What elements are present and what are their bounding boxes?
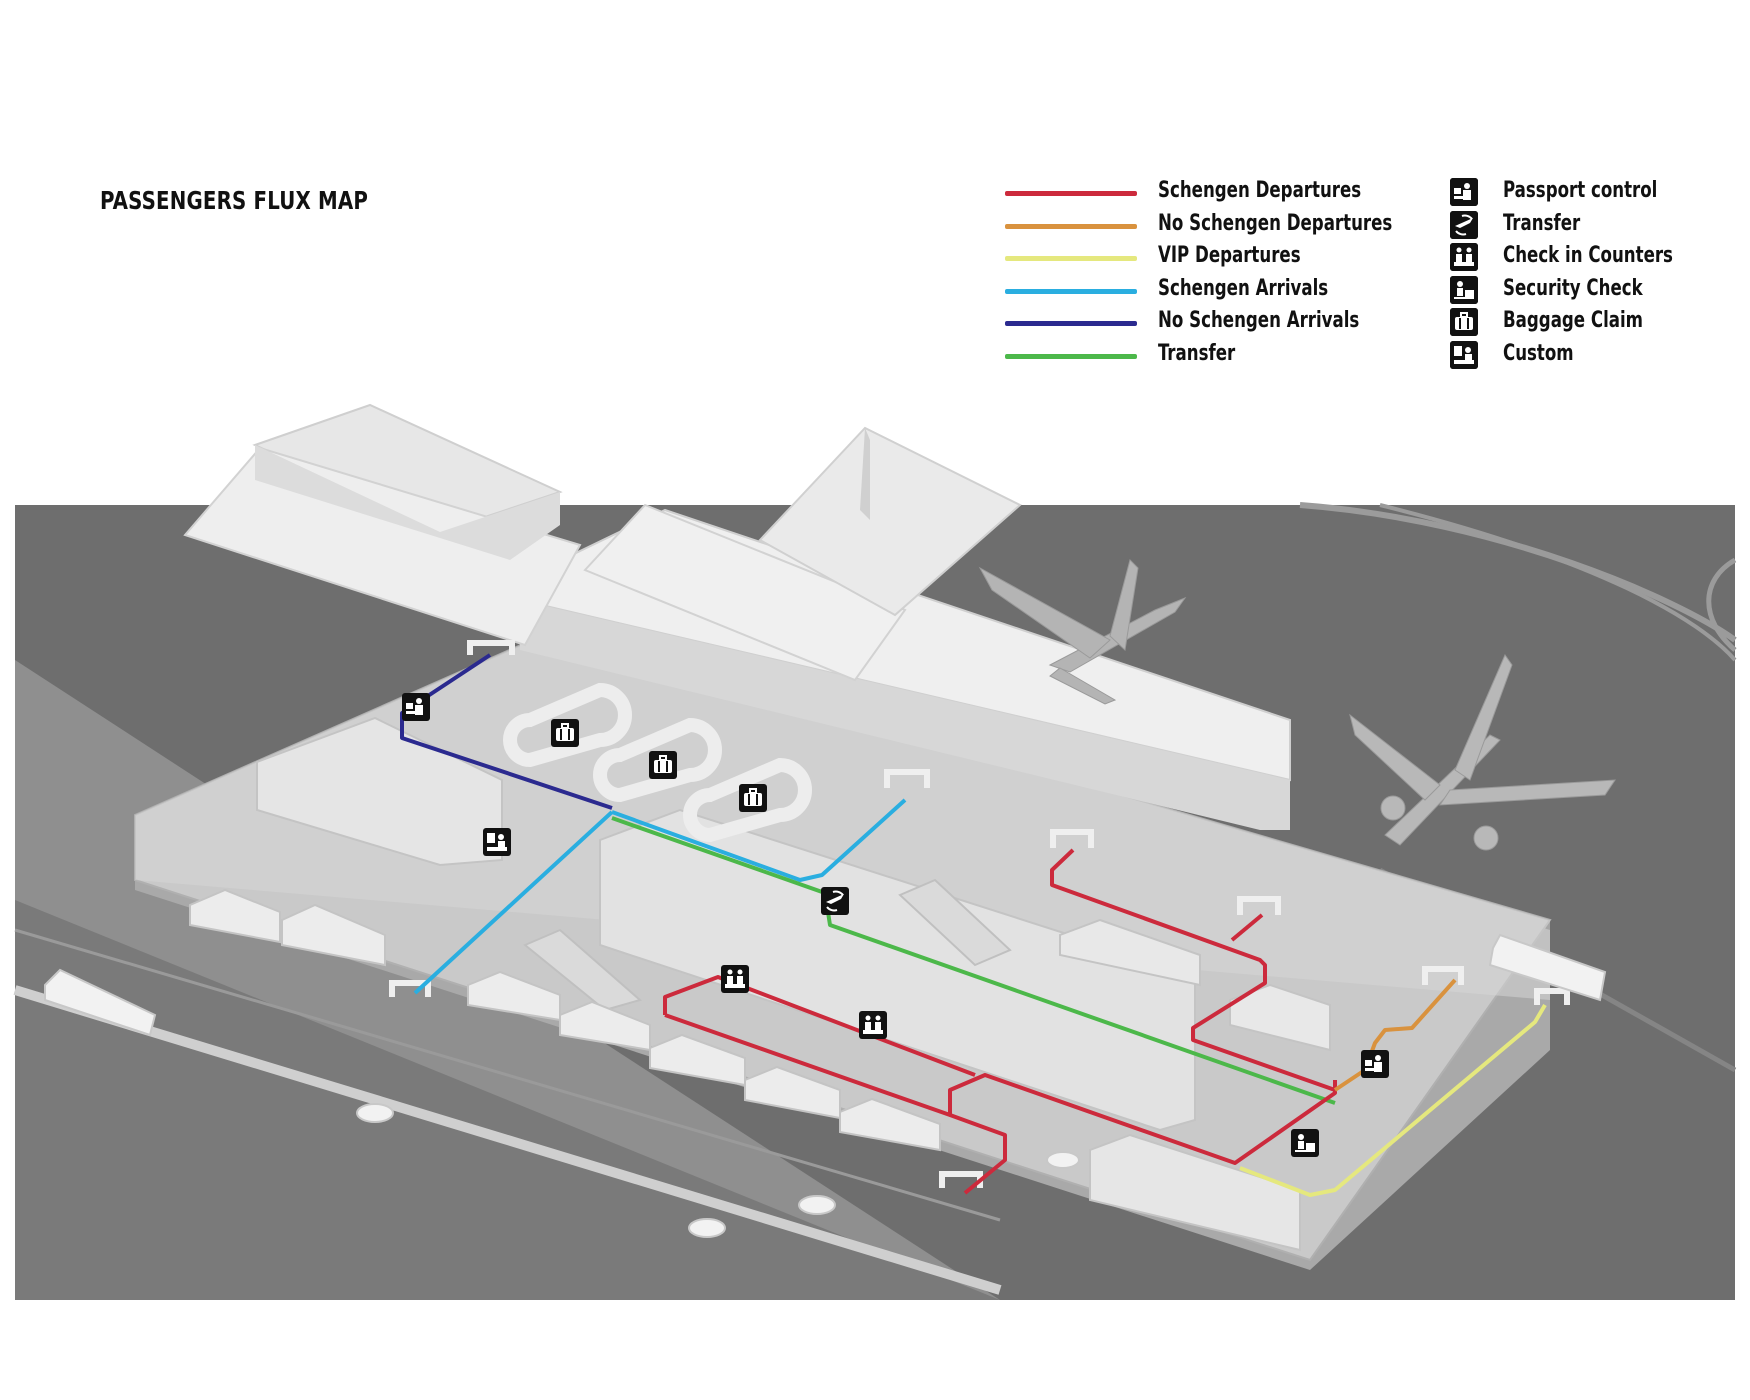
baggage-claim-icon — [551, 719, 579, 747]
transfer-icon — [1450, 211, 1478, 239]
legend-label: VIP Departures — [1158, 243, 1301, 268]
legend-label: Transfer — [1158, 341, 1235, 366]
baggage-claim-icon — [649, 751, 677, 779]
legend-label: No Schengen Departures — [1158, 211, 1392, 236]
passport-control-icon — [1361, 1050, 1389, 1078]
passport-control-icon — [1450, 178, 1478, 206]
legend-label: No Schengen Arrivals — [1158, 308, 1359, 333]
transfer-icon — [821, 887, 849, 915]
legend-label: Security Check — [1503, 276, 1643, 301]
passport-control-icon — [402, 693, 430, 721]
legend-swatch — [1005, 354, 1137, 359]
legend-swatch — [1005, 256, 1137, 261]
legend-label: Transfer — [1503, 211, 1580, 236]
legend-swatch — [1005, 321, 1137, 326]
legend-swatch — [1005, 289, 1137, 294]
check-in-counters-icon — [859, 1011, 887, 1039]
legend-swatch — [1005, 224, 1137, 229]
baggage-claim-icon — [1450, 308, 1478, 336]
custom-icon — [1450, 341, 1478, 369]
check-in-counters-icon — [1450, 243, 1478, 271]
legend-label: Custom — [1503, 341, 1574, 366]
security-check-icon — [1291, 1129, 1319, 1157]
legend-swatch — [1005, 191, 1137, 196]
legend-label: Check in Counters — [1503, 243, 1673, 268]
page-title: PASSENGERS FLUX MAP — [100, 186, 368, 215]
security-check-icon — [1450, 276, 1478, 304]
legend-label: Schengen Arrivals — [1158, 276, 1328, 301]
check-in-counters-icon — [721, 965, 749, 993]
legend-label: Passport control — [1503, 178, 1657, 203]
legend-label: Baggage Claim — [1503, 308, 1643, 333]
baggage-claim-icon — [739, 784, 767, 812]
legend-label: Schengen Departures — [1158, 178, 1361, 203]
custom-icon — [483, 828, 511, 856]
